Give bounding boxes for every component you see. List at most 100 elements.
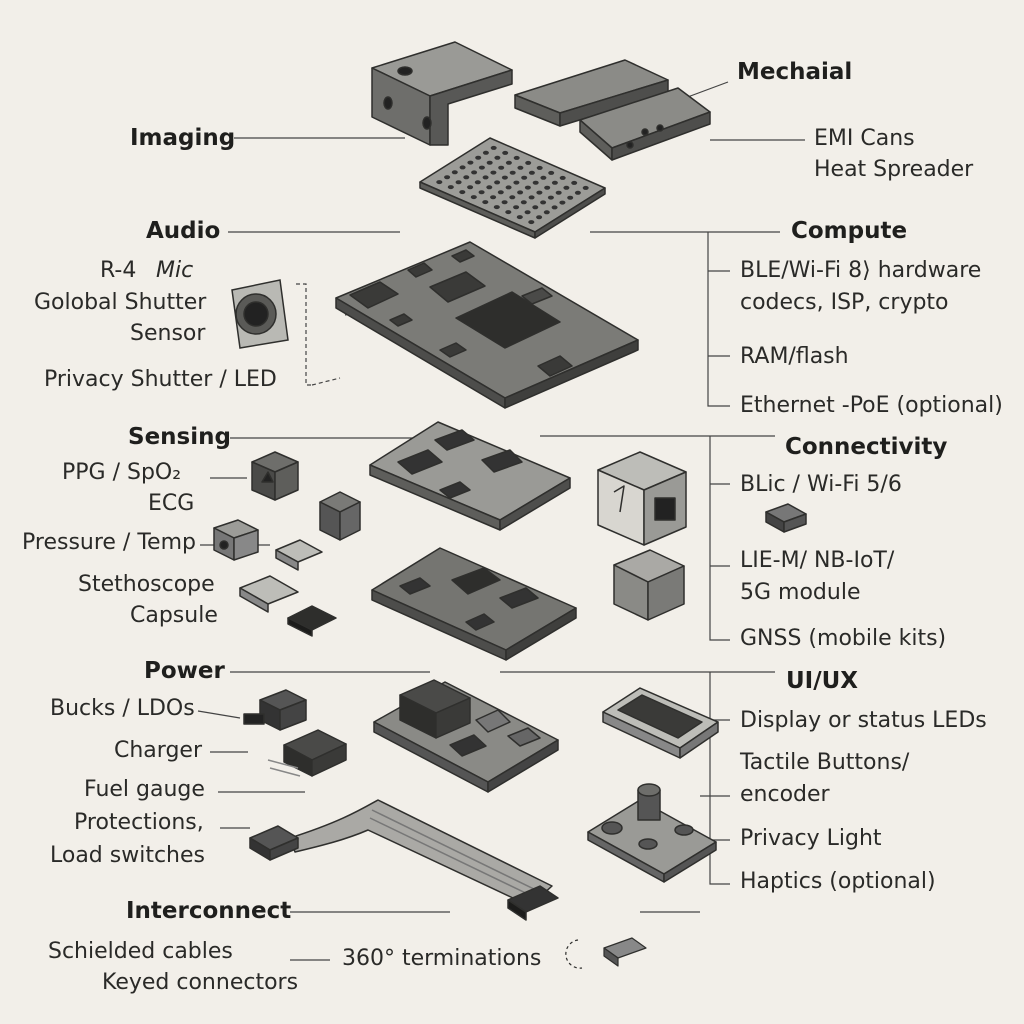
- charger-connector: [267, 729, 347, 777]
- label-fuel-gauge: Fuel gauge: [84, 777, 205, 802]
- label-ecg: ECG: [148, 491, 195, 516]
- heat-spreader-hole: [513, 205, 520, 210]
- heat-spreader-hole: [498, 165, 505, 170]
- heat-spreader-hole: [486, 160, 493, 165]
- heat-spreader-hole: [555, 190, 562, 195]
- heat-spreader-hole: [532, 205, 539, 210]
- heat-spreader-hole: [548, 170, 555, 175]
- label-privacy-light: Privacy Light: [740, 826, 882, 851]
- heat-spreader-hole: [528, 220, 535, 225]
- label-pressure-temp: Pressure / Temp: [22, 530, 196, 555]
- tactile-buttons-encoder: [587, 783, 717, 883]
- flex-ribbon-cable: [249, 799, 559, 921]
- label-stethoscope: Stethoscope: [78, 572, 215, 597]
- label-golobal-shutter: Golobal Shutter: [34, 290, 207, 315]
- heat-spreader-hole: [478, 165, 485, 170]
- heat-spreader-hole: [501, 200, 508, 205]
- label-lte-m-nb-iot: LIE-M/ NB-IoT/: [740, 548, 895, 573]
- heat-spreader-hole: [543, 210, 550, 215]
- heat-spreader-hole: [528, 195, 535, 200]
- label-audio: Audio: [146, 218, 221, 244]
- compute-pcb: [335, 241, 639, 409]
- heat-spreader-hole: [502, 150, 509, 155]
- heat-spreader-hole: [447, 185, 454, 190]
- heat-spreader-hole: [478, 190, 485, 195]
- buck-ldo-module: [243, 689, 307, 731]
- pressure-temp-sensor: [213, 519, 259, 561]
- heat-spreader-hole: [544, 185, 551, 190]
- heat-spreader-hole: [505, 210, 512, 215]
- heat-spreader-hole: [451, 170, 458, 175]
- emi-can-shields: [514, 59, 711, 161]
- heat-spreader-hole: [521, 175, 528, 180]
- label-ethernet-poe: Ethernet -PoE (optional): [740, 393, 1003, 418]
- label-uiux: UI/UX: [786, 668, 859, 694]
- label-ram-flash: RAM/flash: [740, 344, 849, 369]
- heat-spreader-hole: [470, 195, 477, 200]
- label-360-terminations: 360° terminations: [342, 946, 542, 971]
- label-tactile-buttons: Tactile Buttons/: [740, 750, 910, 775]
- heat-spreader-hole: [467, 160, 474, 165]
- small-sensor-chip: [275, 539, 323, 571]
- label-charger: Charger: [114, 738, 202, 763]
- heat-spreader-hole: [497, 190, 504, 195]
- connectivity-pcb: [371, 547, 577, 661]
- label-sensor: Sensor: [130, 321, 206, 346]
- heat-spreader-hole: [524, 185, 531, 190]
- label-encoder: encoder: [740, 782, 830, 807]
- heat-spreader-hole: [509, 170, 516, 175]
- heat-spreader-hole: [482, 175, 489, 180]
- label-r4: R-4: [100, 258, 137, 283]
- heat-spreader-hole: [559, 175, 566, 180]
- label-compute: Compute: [791, 218, 908, 244]
- heat-spreader-hole: [551, 180, 558, 185]
- heat-spreader-hole: [482, 200, 489, 205]
- label-imaging: Imaging: [130, 125, 236, 151]
- capsule-chip: [287, 605, 337, 637]
- heat-spreader-hole: [563, 185, 570, 190]
- label-privacy-shutter-led: Privacy Shutter / LED: [44, 367, 277, 392]
- heat-spreader-hole: [455, 180, 462, 185]
- heat-spreader-hole: [471, 170, 478, 175]
- heat-spreader-hole: [528, 170, 535, 175]
- label-ble-wifi8-hardware: BLE/Wi-Fi 8⟩ hardware: [740, 258, 982, 283]
- ble-wifi-chip: [765, 503, 807, 533]
- ethernet-rj45-jack: [597, 451, 687, 546]
- heat-spreader-hole: [551, 205, 558, 210]
- label-mic: Mic: [156, 258, 194, 283]
- heat-spreader-hole: [571, 180, 578, 185]
- heat-spreader-hole: [505, 185, 512, 190]
- heat-spreader-hole: [467, 185, 474, 190]
- stethoscope-pad: [239, 575, 299, 613]
- label-schielded-cables: Schielded cables: [48, 939, 233, 964]
- label-capsule: Capsule: [130, 603, 218, 628]
- heat-spreader-hole: [482, 150, 489, 155]
- cellular-module-cube: [613, 549, 685, 621]
- heat-spreader-hole: [505, 160, 512, 165]
- label-protections: Protections,: [74, 810, 204, 835]
- label-codecs-isp-crypto: codecs, ISP, crypto: [740, 290, 949, 315]
- heat-spreader-hole: [574, 190, 581, 195]
- label-emi-cans: EMI Cans: [814, 126, 915, 151]
- label-sensing: Sensing: [128, 424, 231, 450]
- heat-spreader-hole: [509, 195, 516, 200]
- heat-spreader-hole: [490, 170, 497, 175]
- heat-spreader-hole: [486, 185, 493, 190]
- label-mechaial: Mechaial: [737, 59, 853, 85]
- label-load-switches: Load switches: [50, 843, 205, 868]
- heat-spreader-grid: [419, 137, 606, 239]
- heat-spreader-hole: [559, 200, 566, 205]
- heat-spreader-hole: [536, 165, 543, 170]
- display-panel: [602, 687, 719, 759]
- global-shutter-camera: [231, 279, 289, 349]
- heat-spreader-hole: [501, 175, 508, 180]
- heat-spreader-hole: [532, 180, 539, 185]
- heat-spreader-hole: [459, 165, 466, 170]
- label-power: Power: [144, 658, 225, 684]
- label-connectivity: Connectivity: [785, 434, 948, 460]
- label-gnss: GNSS (mobile kits): [740, 626, 947, 651]
- heat-spreader-hole: [525, 160, 532, 165]
- label-heat-spreader: Heat Spreader: [814, 157, 974, 182]
